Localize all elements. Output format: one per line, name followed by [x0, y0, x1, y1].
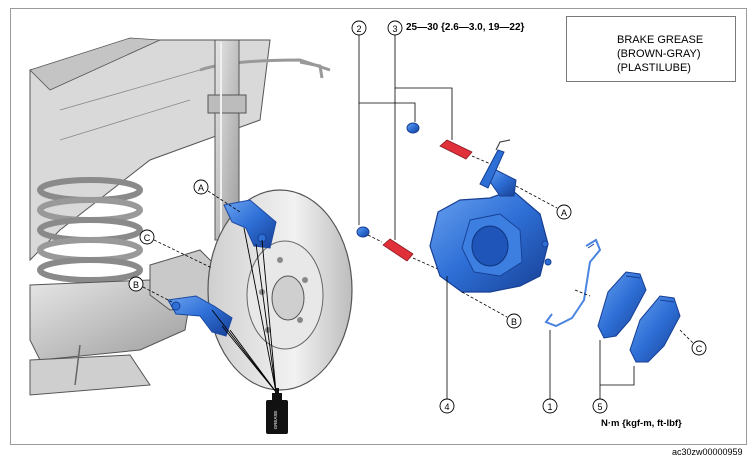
brake-disc — [207, 189, 353, 391]
callout-4: 4 — [439, 276, 455, 414]
caliper-bracket-upper-mount — [223, 199, 277, 249]
brake-pad-outer — [597, 271, 647, 339]
callout-3: 3 — [387, 20, 453, 240]
svg-text:1: 1 — [547, 402, 552, 412]
svg-text:2: 2 — [356, 24, 361, 34]
svg-text:A: A — [561, 208, 567, 218]
callout-a-left: A — [193, 179, 241, 213]
svg-text:3: 3 — [392, 24, 397, 34]
image-code: ac30zw00000959 — [672, 447, 743, 457]
grease-tube-icon: GREASE — [266, 388, 288, 434]
svg-text:C: C — [144, 233, 151, 243]
callout-5: 5 — [592, 340, 635, 414]
coil-spring — [37, 177, 143, 283]
grease-point-lines-left — [211, 227, 277, 393]
legend-line-3: (PLASTILUBE) — [617, 62, 691, 74]
svg-text:B: B — [133, 280, 139, 290]
legend-line-2: (BROWN-GRAY) — [617, 48, 701, 60]
callout-c-left: C — [139, 229, 213, 269]
brake-pad-inner — [629, 295, 694, 363]
caliper-bracket-lower-mount — [167, 295, 233, 337]
callout-a-right: A — [515, 185, 572, 220]
callout-2: 2 — [351, 20, 416, 225]
legend-text: BRAKE GREASE (BROWN-GRAY) (PLASTILUBE) — [617, 33, 703, 75]
svg-text:C: C — [696, 344, 703, 354]
guide-pin-bolt-lower — [382, 238, 441, 271]
callout-c-right: C — [691, 340, 707, 356]
svg-text:5: 5 — [597, 402, 602, 412]
torque-spec: 25—30 {2.6—3.0, 19—22} — [406, 22, 525, 33]
callout-1: 1 — [542, 330, 558, 414]
callout-b-right: B — [461, 291, 522, 329]
svg-text:B: B — [511, 317, 517, 327]
svg-text:A: A — [198, 183, 204, 193]
units-note: N·m {kgf-m, ft-lbf} — [601, 418, 682, 429]
grease-tube-text: GREASE — [273, 411, 278, 430]
caliper-assembly — [429, 139, 552, 293]
callout-b-left: B — [128, 276, 173, 303]
svg-text:4: 4 — [444, 402, 449, 412]
lower-arm — [29, 279, 191, 396]
pad-spring-clip — [544, 238, 602, 328]
bushing-lower — [356, 226, 383, 243]
bushing-upper — [406, 122, 420, 134]
legend-line-1: BRAKE GREASE — [617, 34, 704, 46]
legend-box — [566, 16, 736, 82]
